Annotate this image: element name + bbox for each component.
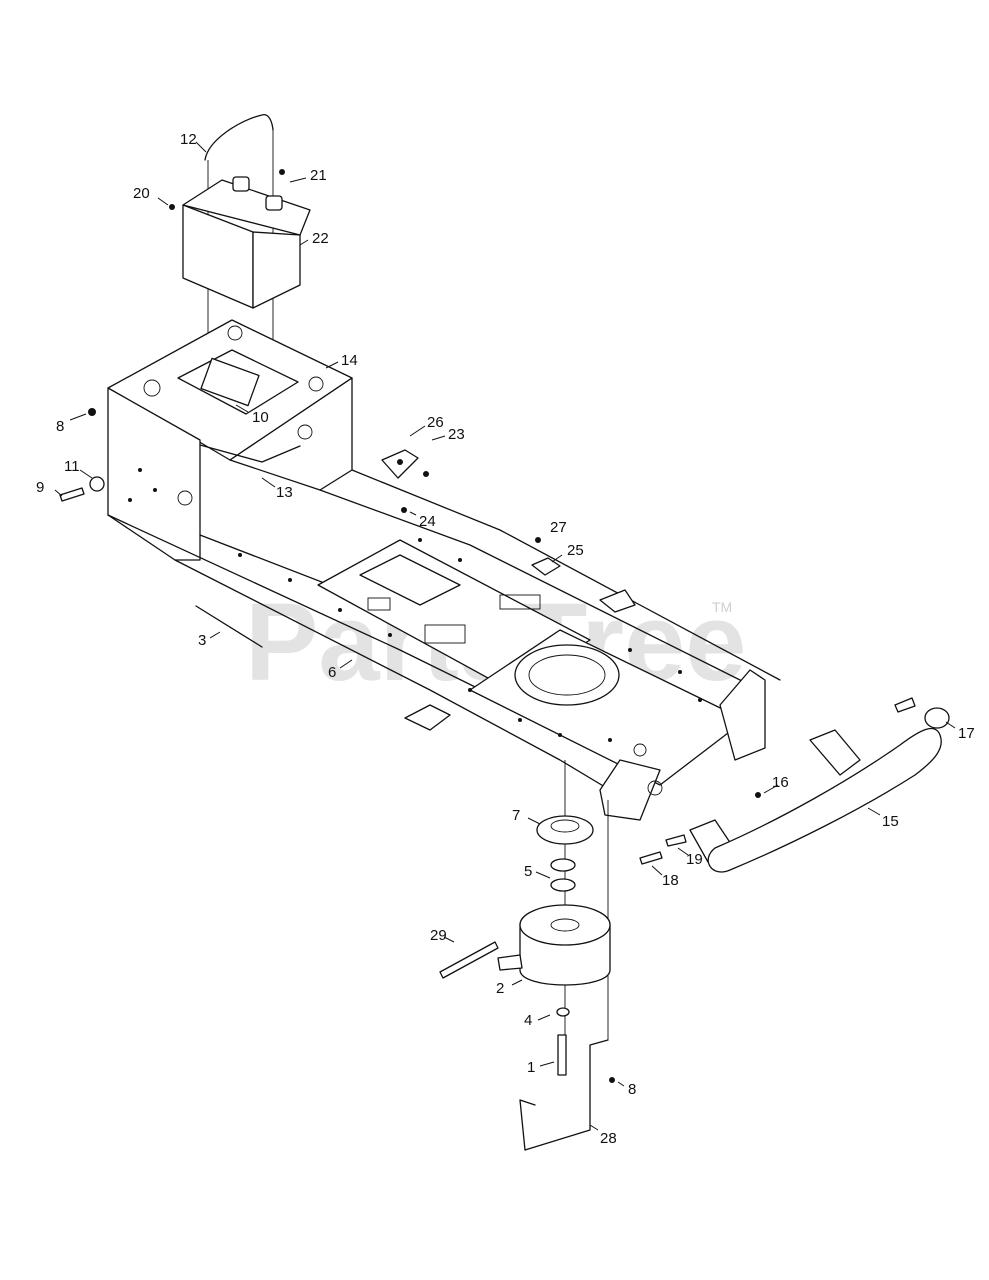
callout-6: 6 — [328, 664, 336, 681]
callout-21: 21 — [310, 167, 327, 184]
callout-11: 11 — [64, 458, 80, 475]
callout-20: 20 — [133, 185, 150, 202]
callout-4: 4 — [524, 1012, 532, 1029]
callout-9: 9 — [36, 479, 44, 496]
callout-labels: 12 20 21 22 14 8 10 11 9 13 26 23 24 27 … — [36, 131, 975, 1147]
callout-18: 18 — [662, 872, 679, 889]
callout-26: 26 — [427, 414, 444, 431]
callout-2: 2 — [496, 980, 504, 997]
callout-27: 27 — [550, 519, 567, 536]
callout-5: 5 — [524, 863, 532, 880]
callout-14: 14 — [341, 352, 358, 369]
callout-10: 10 — [252, 409, 269, 426]
callout-16: 16 — [772, 774, 789, 791]
watermark-trademark: TM — [712, 599, 732, 615]
hardware-drawing — [59, 408, 561, 648]
battery-drawing — [169, 114, 311, 380]
frame-drawing — [107, 319, 781, 821]
callout-25: 25 — [567, 542, 584, 559]
callout-22: 22 — [312, 230, 329, 247]
callout-8-clutch: 8 — [628, 1081, 636, 1098]
callout-29: 29 — [430, 927, 447, 944]
callout-13: 13 — [276, 484, 293, 501]
callout-19: 19 — [686, 851, 703, 868]
callout-12: 12 — [180, 131, 197, 148]
callout-1: 1 — [527, 1059, 535, 1076]
bumper-drawing — [639, 697, 950, 873]
callout-28: 28 — [600, 1130, 617, 1147]
leader-lines — [54, 141, 956, 1131]
callout-17: 17 — [958, 725, 975, 742]
callout-24: 24 — [419, 513, 436, 530]
callout-3: 3 — [198, 632, 206, 649]
callout-23: 23 — [448, 426, 465, 443]
callout-7: 7 — [512, 807, 520, 824]
callout-8-frame: 8 — [56, 418, 64, 435]
clutch-drawing — [439, 760, 615, 1151]
callout-15: 15 — [882, 813, 899, 830]
